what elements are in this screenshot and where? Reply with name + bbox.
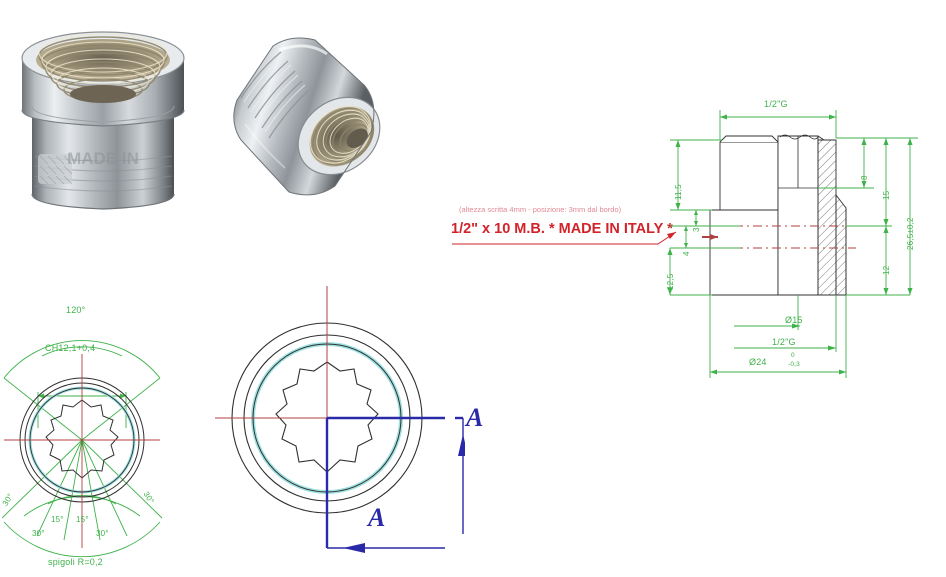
hex-angle-30-left: 30° [32,529,45,538]
hex-angle-view [2,340,163,558]
dim-bottom-thread: 1/2"G [772,337,796,347]
marking-stamp-text: 1/2" x 10 M.B. * MADE IN ITALY * [451,221,673,237]
dim-right-12: 12 [882,265,891,275]
dim-outer-diameter: Ø24 [749,357,767,367]
dim-right-8: 8 [860,175,869,180]
marking-spec-note: (altezza scritta 4mm - posizione: 3mm da… [459,205,622,214]
section-label-bottom: A [368,503,386,532]
photo-fitting-angled [215,28,395,203]
dim-outer-tol-upper: 0 [791,352,795,359]
dim-overall-length: 26,5±0,2 [906,217,915,250]
hex-angle-15-left: 15° [51,515,64,524]
hex-angle-30-right: 30° [96,529,109,538]
dim-left-4: 4 [682,251,691,256]
dim-top-thread: 1/2"G [764,99,788,109]
photo-fitting-front: MADE IN [8,6,198,211]
dim-right-15: 15 [882,190,891,200]
dim-outer-tol-lower: -0,3 [788,361,801,368]
plan-section-view [215,286,465,553]
marking-leader-line [452,231,677,245]
hex-angle-120: 120° [66,305,86,315]
side-section-view [667,110,918,378]
dim-left-12-5: 12,5 [666,273,675,290]
hex-edge-radius-note: spigoli R=0,2 [48,557,103,567]
dim-bore-diameter: Ø15 [785,315,803,325]
hex-across-flats: CH12,1+0,4 [45,343,96,353]
section-label-top: A [466,403,484,432]
dim-left-11-5: 11,5 [674,184,683,200]
svg-text:MADE IN: MADE IN [67,149,139,168]
hex-angle-15-right: 15° [76,515,89,524]
dim-left-3: 3 [692,227,701,232]
